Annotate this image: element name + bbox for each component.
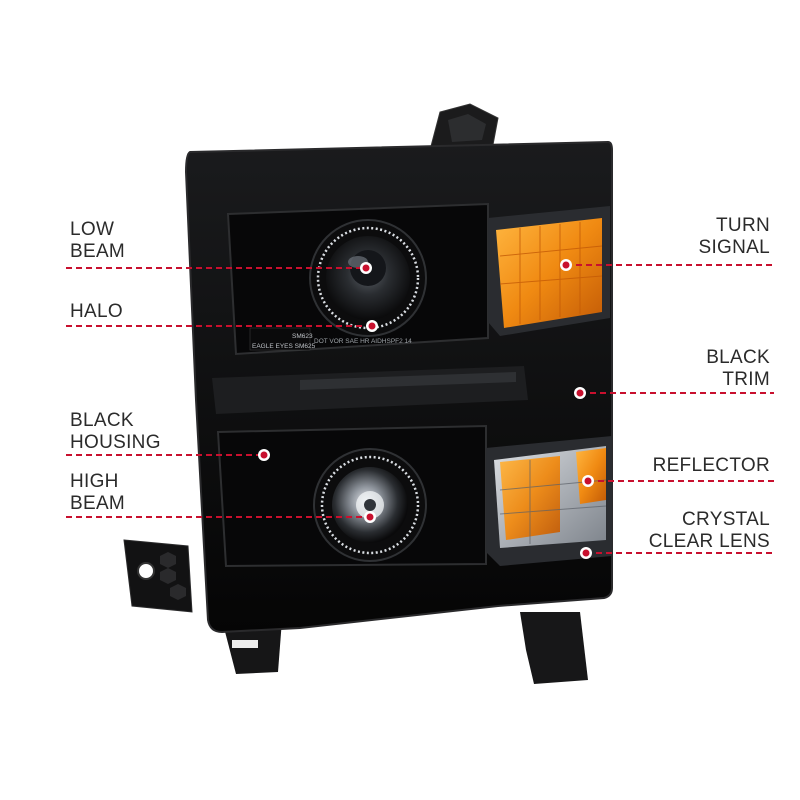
label-high-beam: HIGH BEAM [70, 471, 125, 515]
turn-signal-lens [488, 206, 610, 336]
label-halo-line1: HALO [70, 301, 123, 322]
high-beam-projector [313, 448, 427, 562]
reflector-lens [486, 436, 612, 566]
label-turn-signal-line1: TURN [716, 215, 770, 236]
label-black-housing: BLACK HOUSING [70, 410, 161, 454]
label-low-beam: LOW BEAM [70, 219, 125, 263]
label-black-housing-line1: BLACK [70, 410, 134, 431]
label-reflector-line1: REFLECTOR [652, 455, 770, 476]
label-crystal-line2: CLEAR LENS [648, 531, 770, 552]
callout-dots [258, 259, 594, 559]
bottom-mounting-bracket [520, 612, 588, 684]
label-halo: HALO [70, 301, 123, 323]
label-black-trim-line2: TRIM [722, 369, 770, 390]
label-black-trim: BLACK TRIM [706, 347, 770, 391]
callout-lines [66, 264, 774, 554]
low-beam-projector [309, 219, 427, 337]
marking-eagle-eyes: EAGLE EYES SM625 [252, 343, 316, 350]
label-reflector: REFLECTOR [653, 455, 770, 477]
label-turn-signal-line2: SIGNAL [698, 237, 770, 258]
label-black-housing-line2: HOUSING [70, 432, 161, 453]
label-crystal-line1: CRYSTAL [682, 509, 770, 530]
left-mounting-bracket [123, 539, 193, 613]
marking-sm623: SM623 [292, 333, 313, 340]
upper-markings: SM623 EAGLE EYES SM625 DOT VOR SAE HR AI… [249, 327, 412, 351]
label-low-beam-line1: LOW [70, 219, 115, 240]
label-high-beam-line2: BEAM [70, 493, 126, 514]
label-low-beam-line2: BEAM [70, 241, 126, 262]
label-black-trim-line1: BLACK [706, 347, 770, 368]
label-crystal-clear-lens: CRYSTAL CLEAR LENS [649, 509, 770, 553]
label-turn-signal: TURN SIGNAL [699, 215, 771, 259]
label-high-beam-line1: HIGH [70, 471, 119, 492]
marking-dot: DOT VOR SAE HR AIDHSPF2 14 [314, 338, 412, 345]
